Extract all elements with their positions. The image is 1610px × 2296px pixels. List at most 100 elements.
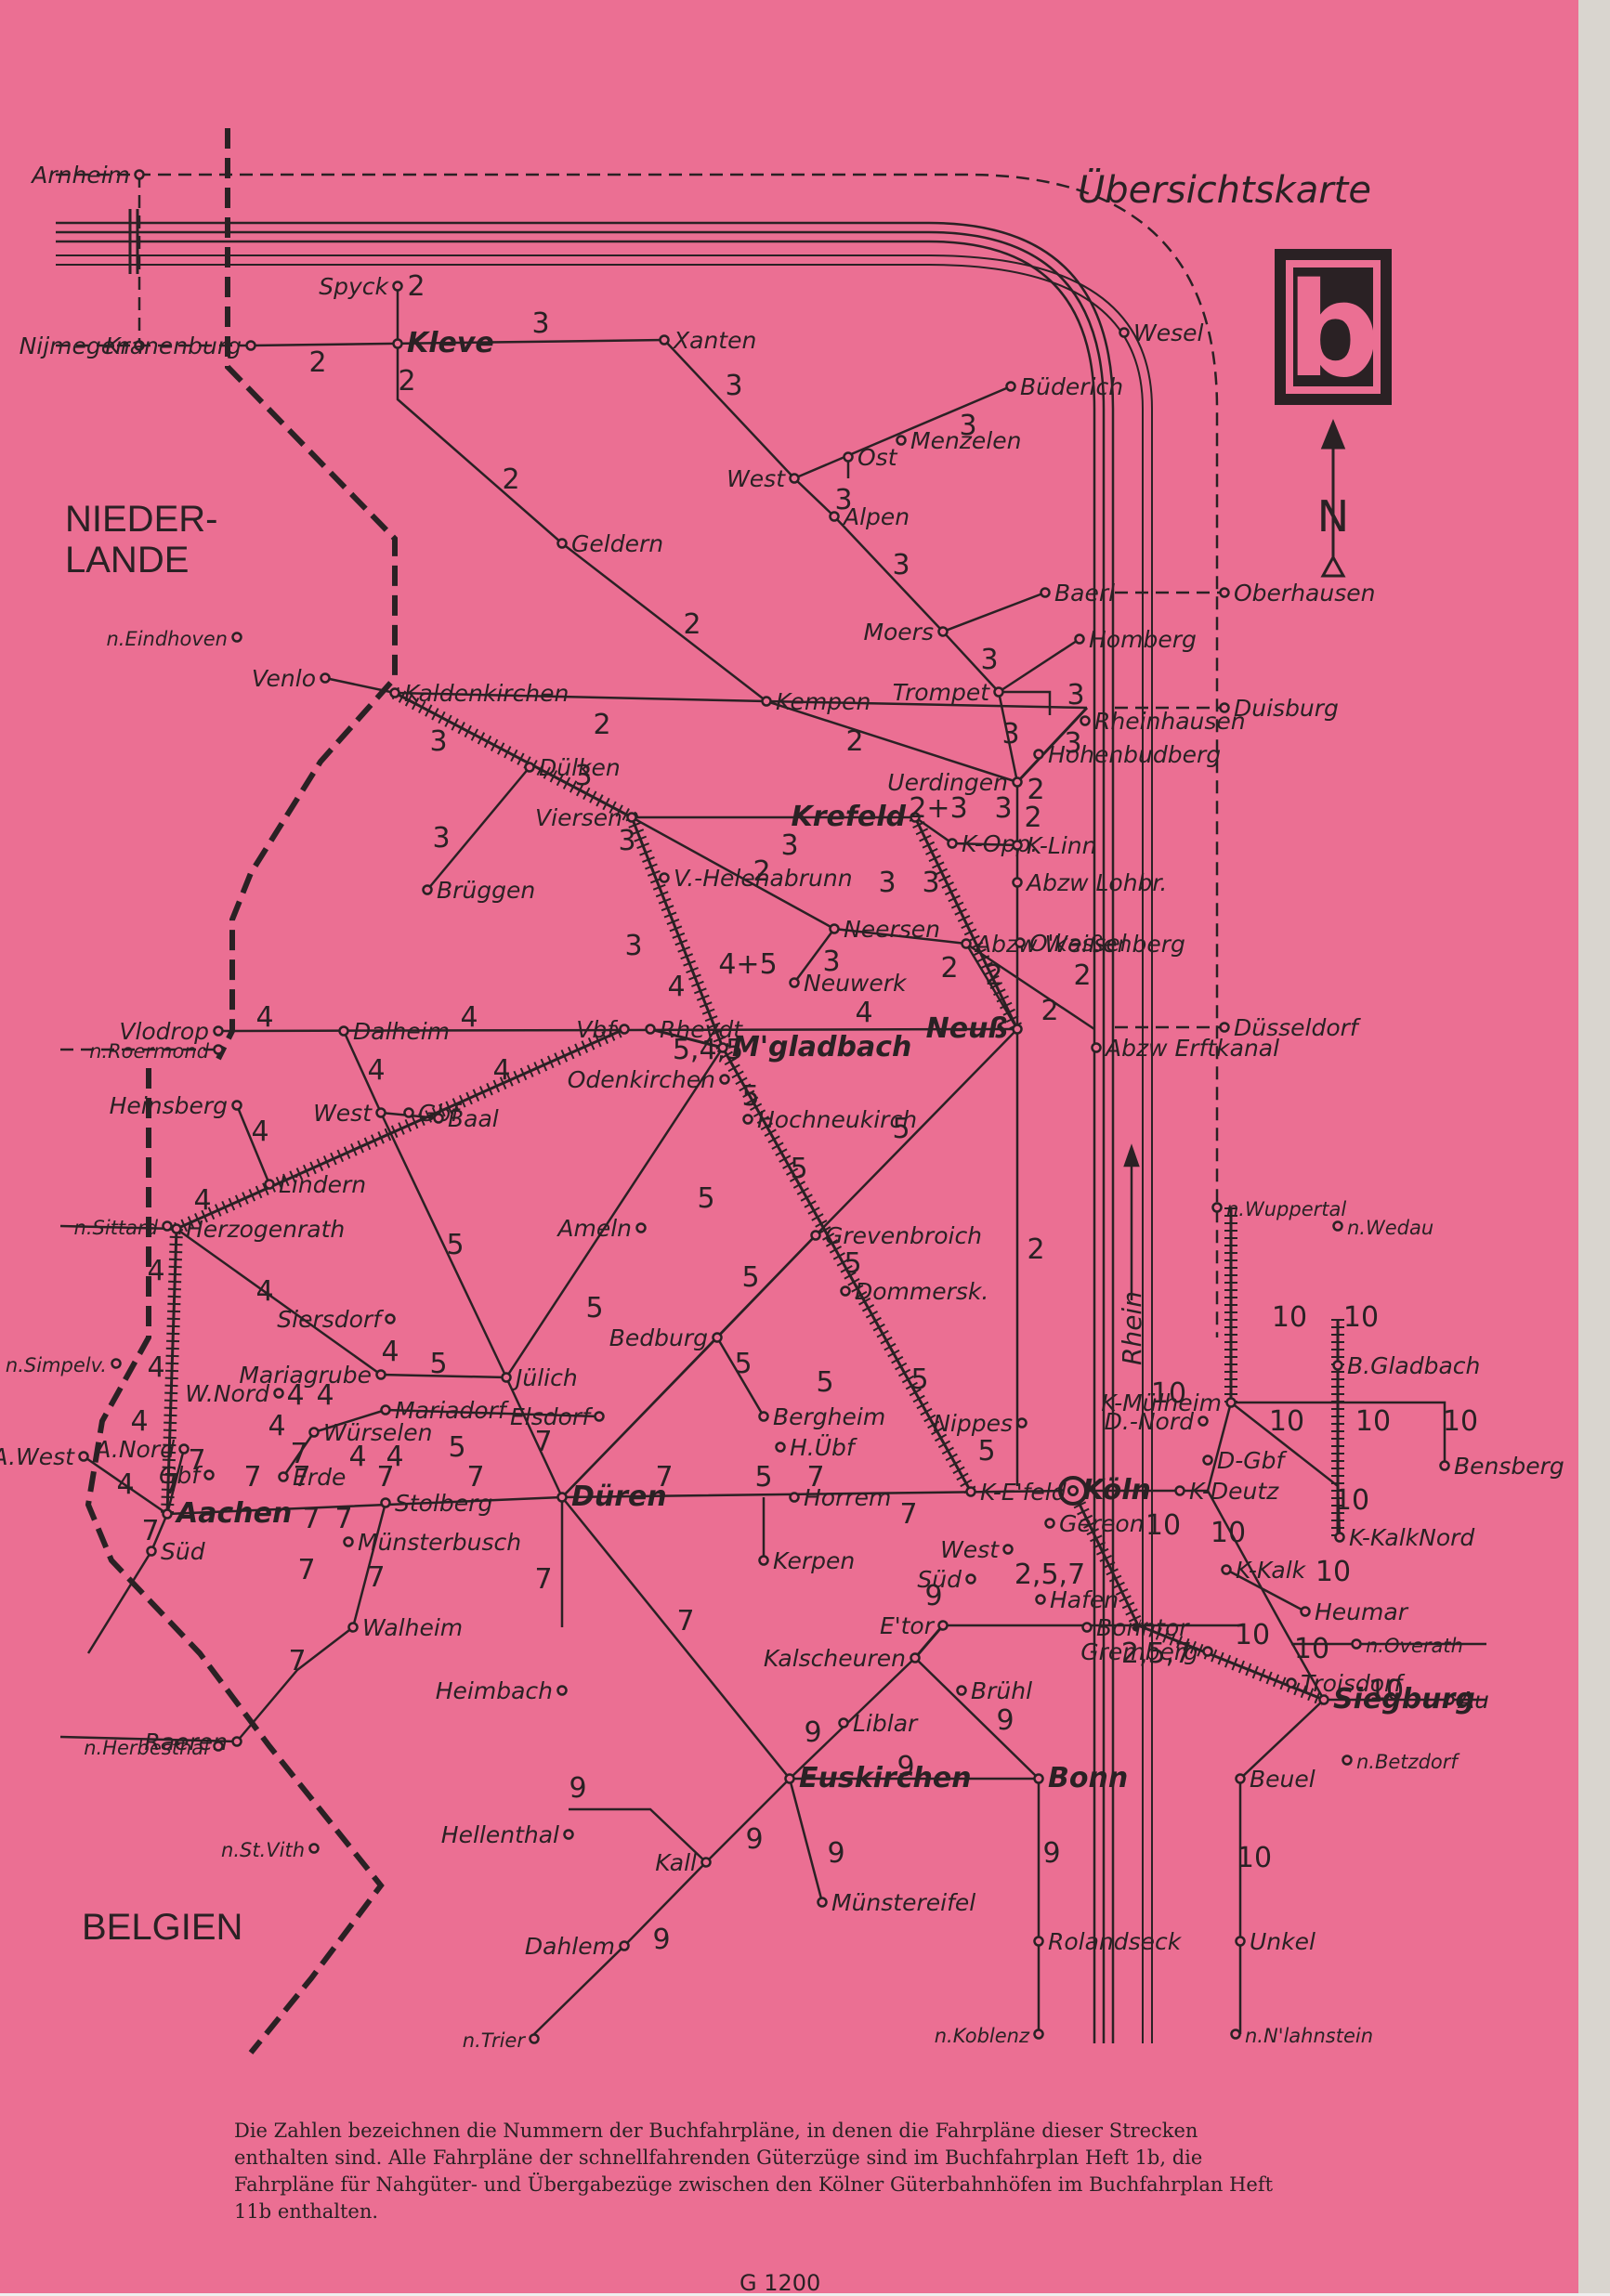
station-koblenz: n.Koblenz	[935, 2025, 1044, 2047]
station-marker	[380, 1497, 391, 1508]
station-marker	[1198, 1415, 1209, 1427]
station-erde: Erde	[278, 1464, 346, 1491]
station-label: Viersen	[535, 804, 622, 831]
station-marker	[965, 1573, 976, 1585]
station-marker	[392, 338, 403, 349]
station-label: Münstereifel	[831, 1889, 975, 1916]
station-kdeutz: K-Deutz	[1174, 1478, 1279, 1505]
station-label: Uerdingen	[887, 769, 1008, 796]
route-number: 4	[316, 1379, 334, 1412]
station-west_alpen: West	[726, 465, 800, 492]
route-number: 10	[1334, 1484, 1369, 1517]
station-marker	[1342, 1755, 1353, 1766]
station-ameln: Ameln	[556, 1215, 647, 1242]
station-wedau: n.Wedau	[1332, 1217, 1433, 1239]
route-number: 5	[754, 1461, 772, 1494]
route-number: 4	[268, 1410, 285, 1442]
station-liblar: Liblar	[838, 1710, 919, 1737]
station-marker	[965, 1486, 976, 1497]
station-label: Würselen	[323, 1419, 432, 1446]
b-badge: b	[1275, 249, 1392, 407]
station-marker	[1221, 1564, 1232, 1575]
station-neuwerk: Neuwerk	[789, 970, 908, 997]
station-marker	[213, 1025, 224, 1037]
route-number: 7	[288, 1645, 306, 1677]
station-marker	[162, 1508, 173, 1520]
station-marker	[937, 626, 949, 637]
station-uerdingen: Uerdingen	[887, 769, 1023, 796]
station-marker	[1225, 1397, 1237, 1408]
station-baerl: Baerl	[1040, 580, 1115, 607]
route-number: 10	[1237, 1842, 1272, 1874]
station-label: Neersen	[844, 916, 940, 943]
route-number: 4	[193, 1184, 211, 1217]
station-marker	[719, 1074, 730, 1085]
station-marker	[1044, 1518, 1055, 1529]
station-bonn: Bonn	[1033, 1762, 1128, 1794]
station-kleve: Kleve	[392, 327, 494, 359]
station-label: Brüggen	[437, 877, 535, 904]
station-marker	[635, 1222, 647, 1233]
route-number: 9	[897, 1751, 914, 1783]
route-number: 3	[1064, 727, 1081, 760]
station-label: Geldern	[571, 530, 663, 557]
station-marker	[347, 1622, 359, 1633]
station-klinn: K-Linn	[1012, 832, 1096, 859]
route-number: 10	[1235, 1619, 1270, 1651]
station-euskirchen: Euskirchen	[784, 1762, 972, 1794]
station-label: Beuel	[1250, 1766, 1315, 1793]
station-marker	[829, 923, 840, 934]
station-label: Vbf	[576, 1016, 618, 1043]
station-label: Dalheim	[353, 1018, 450, 1045]
station-marker	[162, 1220, 173, 1232]
route-number: 2	[308, 346, 326, 379]
station-label: Xanten	[672, 327, 756, 354]
route-number: 9	[924, 1580, 942, 1612]
route-number: 4	[116, 1468, 134, 1501]
route-number: 4	[492, 1054, 510, 1087]
route-number: 5	[892, 1113, 910, 1145]
route-number: 9	[745, 1823, 763, 1856]
station-label: Spyck	[319, 273, 389, 300]
station-label: Neuß	[926, 1012, 1008, 1045]
station-marker	[433, 1113, 444, 1124]
station-label: Heimbach	[436, 1677, 553, 1704]
route-number: 7	[297, 1554, 315, 1586]
station-label: Stolberg	[395, 1490, 492, 1517]
scan-edge	[1578, 0, 1610, 2293]
station-label: Rheinhausen	[1094, 708, 1246, 735]
station-wnord: W.Nord	[185, 1380, 284, 1407]
station-juelich: Jülich	[501, 1364, 578, 1391]
map-title: Übersichtskarte	[1078, 167, 1371, 212]
station-herzogenrath: Herzogenrath	[171, 1216, 345, 1243]
station-wesel: Wesel	[1119, 320, 1204, 346]
route-number: 2,5,7	[1121, 1637, 1192, 1670]
station-label: Moers	[863, 619, 934, 646]
station-siegburg: Siegburg	[1318, 1683, 1475, 1715]
station-vbf: Vbf	[576, 1016, 630, 1043]
station-marker	[1005, 381, 1016, 392]
station-marker	[1219, 1022, 1230, 1033]
station-eindhoven: n.Eindhoven	[106, 628, 242, 650]
station-label: Elsdorf	[510, 1403, 593, 1430]
station-marker	[1080, 715, 1091, 726]
station-wuerselen: Würselen	[308, 1419, 432, 1446]
station-simpelv: n.Simpelv.	[6, 1354, 122, 1376]
route-number: 2+3	[909, 792, 967, 825]
station-stolberg: Stolberg	[380, 1490, 492, 1517]
station-marker	[1444, 1694, 1455, 1705]
station-heinsberg: Heinsberg	[110, 1092, 242, 1119]
station-label: Unkel	[1250, 1928, 1315, 1955]
station-label: K-E'feld	[980, 1479, 1067, 1506]
route-number: 2	[502, 463, 519, 496]
station-label: Ameln	[556, 1215, 632, 1242]
station-vlodrop: Vlodrop	[119, 1018, 224, 1045]
station-label: Abzw Weißenberg	[974, 931, 1185, 958]
station-duisburg: Duisburg	[1219, 695, 1339, 722]
station-label: K-KalkNord	[1349, 1524, 1474, 1551]
route-number: 2	[1024, 802, 1041, 834]
station-label: Siegburg	[1333, 1683, 1475, 1715]
route-number: 5	[741, 1261, 759, 1294]
station-label: O'kassel	[1029, 930, 1127, 957]
station-label: K-Deutz	[1189, 1478, 1279, 1505]
